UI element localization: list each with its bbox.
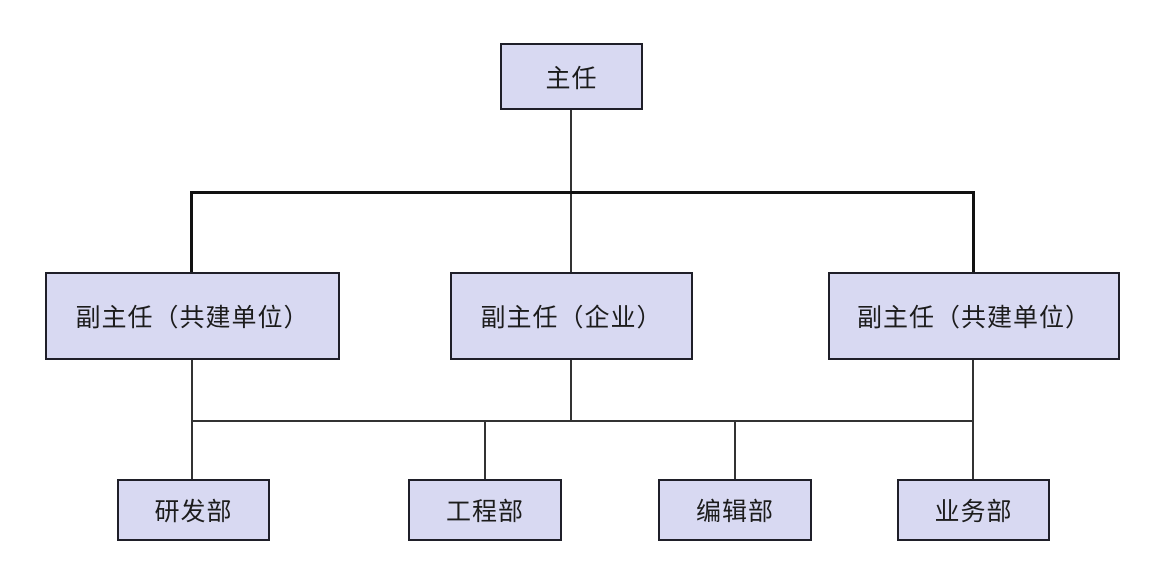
node-dept-editorial: 编辑部 [658, 479, 812, 541]
connector-deputy-right-drop [972, 360, 974, 479]
connector-deputy-left-drop [191, 360, 193, 479]
node-director: 主任 [500, 43, 643, 110]
node-director-label: 主任 [545, 63, 598, 93]
connector-deputy-middle-drop [570, 360, 572, 422]
node-dept-eng-label: 工程部 [445, 497, 524, 526]
connector-dept-engineering-drop [484, 420, 486, 479]
connector-level1-left-drop [190, 191, 193, 272]
node-deputy-left-label: 副主任（共建单位） [75, 303, 310, 332]
node-deputy-middle-label: 副主任（企业） [480, 303, 663, 332]
node-deputy-director-coconstruction-right: 副主任（共建单位） [828, 272, 1120, 360]
node-dept-engineering: 工程部 [408, 479, 562, 541]
node-deputy-director-coconstruction-left: 副主任（共建单位） [45, 272, 340, 360]
connector-level1-right-drop [972, 191, 975, 272]
node-dept-business: 业务部 [897, 479, 1050, 541]
node-dept-edit-label: 编辑部 [695, 497, 774, 526]
node-dept-rnd-label: 研发部 [154, 497, 233, 526]
node-dept-biz-label: 业务部 [934, 497, 1013, 526]
connector-level1-bus [190, 191, 975, 194]
connector-dept-editorial-drop [734, 420, 736, 479]
node-deputy-director-enterprise: 副主任（企业） [450, 272, 693, 360]
node-dept-research-development: 研发部 [117, 479, 270, 541]
node-deputy-right-label: 副主任（共建单位） [856, 303, 1091, 332]
connector-level2-bus [191, 420, 974, 422]
